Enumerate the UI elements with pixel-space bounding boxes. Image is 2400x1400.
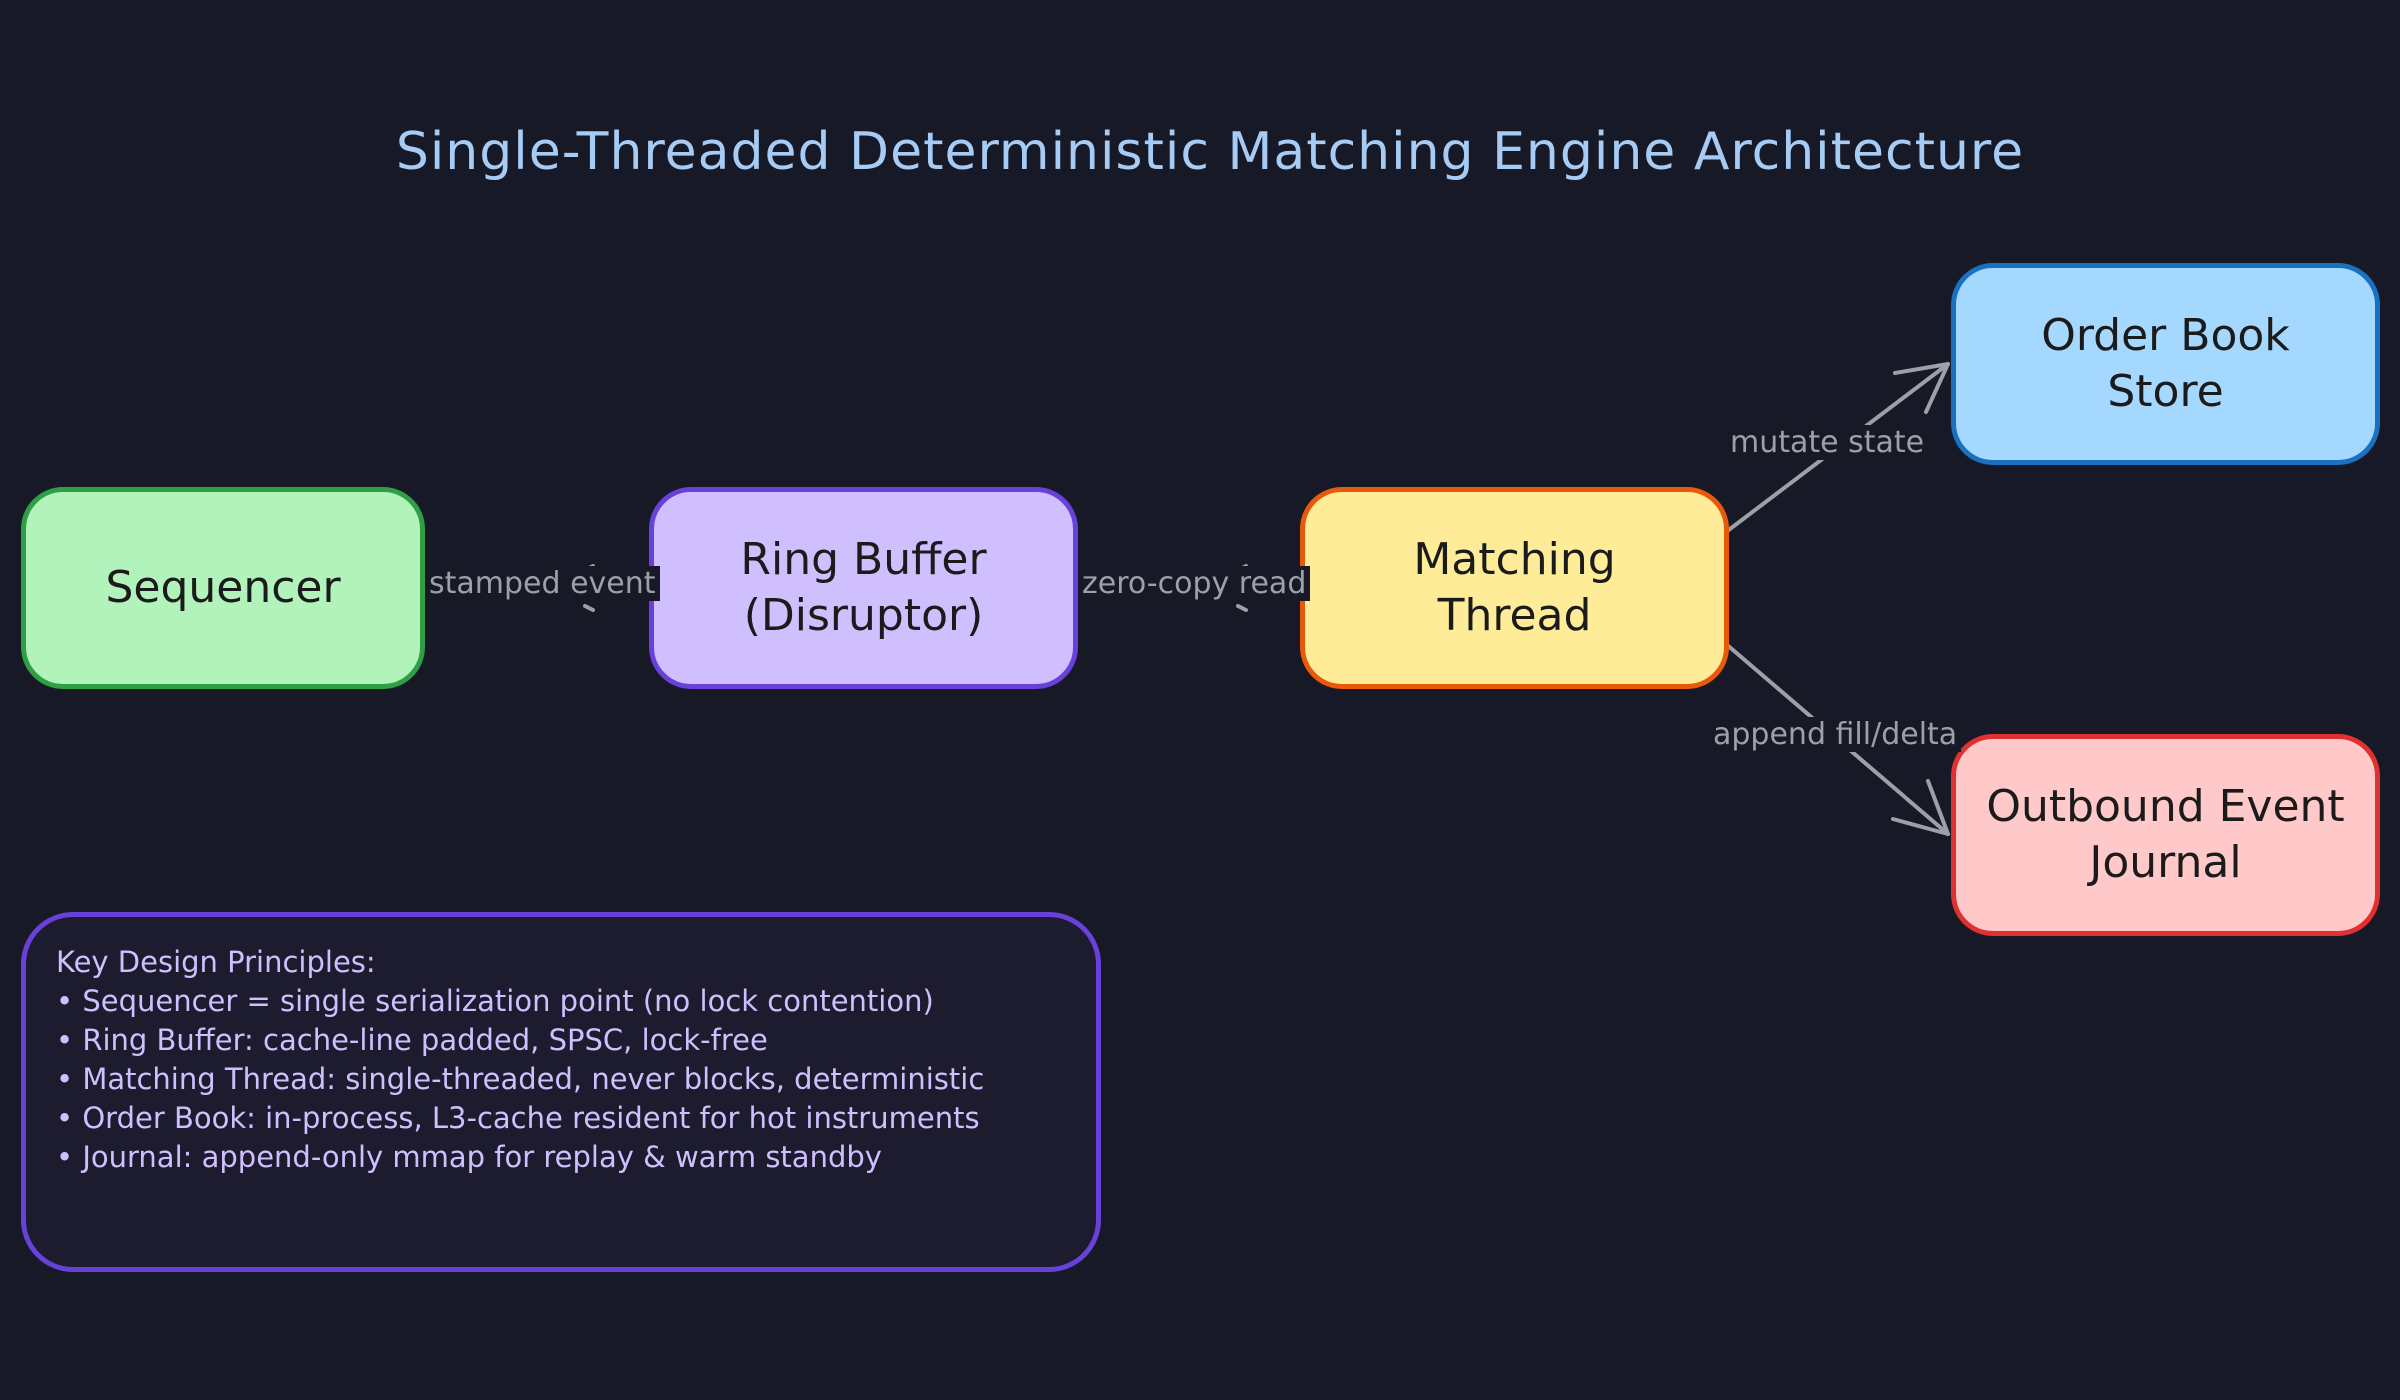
sequencer-label: Sequencer [105, 561, 341, 613]
journal-node[interactable]: Outbound Event Journal [1951, 734, 2380, 936]
edge-label-stamped-event: stamped event [425, 566, 660, 601]
diagram-title: Single-Threaded Deterministic Matching E… [395, 122, 2025, 182]
matching-thread-node[interactable]: Matching Thread [1300, 487, 1729, 689]
edge-label-append-fill-delta: append fill/delta [1709, 717, 1962, 752]
edge-label-mutate-state: mutate state [1726, 425, 1929, 460]
ring-buffer-label: Ring Buffer (Disruptor) [740, 533, 987, 641]
ring-buffer-node[interactable]: Ring Buffer (Disruptor) [649, 487, 1078, 689]
principle-item: • Sequencer = single serialization point… [56, 984, 934, 1018]
journal-label: Outbound Event Journal [1986, 780, 2345, 888]
edge-matching-orderbook-arrowhead [1893, 362, 1950, 414]
sequencer-node[interactable]: Sequencer [21, 487, 425, 689]
principle-item: • Journal: append-only mmap for replay &… [56, 1140, 882, 1174]
order-book-label: Order Book Store [2041, 309, 2290, 417]
principle-item: • Matching Thread: single-threaded, neve… [56, 1062, 985, 1096]
principle-item: • Order Book: in-process, L3-cache resid… [56, 1101, 980, 1135]
principles-heading: Key Design Principles: [56, 945, 376, 979]
matching-thread-label: Matching Thread [1413, 533, 1616, 641]
edge-matching-journal-arrowhead [1891, 779, 1950, 836]
edge-label-zero-copy-read: zero-copy read [1078, 566, 1311, 601]
design-principles-box: Key Design Principles: • Sequencer = sin… [21, 912, 1101, 1272]
principle-item: • Ring Buffer: cache-line padded, SPSC, … [56, 1023, 768, 1057]
order-book-node[interactable]: Order Book Store [1951, 263, 2380, 465]
